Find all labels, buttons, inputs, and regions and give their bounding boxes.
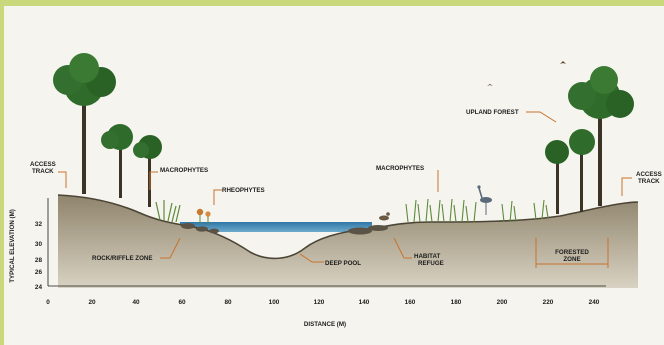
y-tick: 26 [35,269,43,276]
deep-pool-label: DEEP POOL [325,260,361,267]
habitat-refuge-label: REFUGE [418,260,444,267]
macrophytes-right-label: MACROPHYTES [376,165,424,172]
frame-top [0,0,664,6]
y-tick: 24 [35,284,43,291]
access-track-left-label: TRACK [32,168,54,175]
y-tick: 30 [35,241,43,248]
access-track-right-label: ACCESS [636,171,662,178]
x-tick: 140 [359,299,370,306]
x-tick: 40 [132,299,140,306]
x-tick: 80 [224,299,232,306]
rock-riffle-zone-label: ROCK/RIFFLE ZONE [92,255,153,262]
ground-profile [58,195,638,288]
flying-birds [487,61,566,86]
right-trees [545,66,634,214]
right-macrophytes [406,199,548,222]
y-tick: 32 [35,221,43,228]
frame-left [0,0,4,345]
x-tick: 60 [178,299,186,306]
forested-zone-label: ZONE [563,256,580,263]
x-tick: 0 [46,299,50,306]
duck [379,212,390,220]
left-trees [53,53,162,207]
x-axis-ticks: 0 20 40 60 80 100 120 140 160 180 200 22… [46,299,600,306]
x-tick: 220 [543,299,554,306]
x-axis-title: DISTANCE (M) [304,321,346,328]
y-axis-ticks: 32 30 28 26 24 [35,221,43,291]
x-tick: 160 [405,299,416,306]
y-tick: 28 [35,257,43,264]
y-axis-title: TYPICAL ELEVATION (M) [9,209,16,283]
x-tick: 20 [88,299,96,306]
x-tick: 100 [269,299,280,306]
access-track-right-label: TRACK [638,178,660,185]
left-macrophytes [156,200,180,222]
heron [477,185,492,215]
macrophytes-left-label: MACROPHYTES [160,167,208,174]
x-tick: 240 [589,299,600,306]
upland-forest-label: UPLAND FOREST [466,109,519,116]
x-tick: 180 [451,299,462,306]
x-tick: 120 [314,299,325,306]
habitat-refuge-label: HABITAT [414,253,440,260]
access-track-left-label: ACCESS [30,161,56,168]
forested-zone-label: FORESTED [555,249,589,256]
x-tick: 200 [497,299,508,306]
rheophytes-label: RHEOPHYTES [222,187,265,194]
